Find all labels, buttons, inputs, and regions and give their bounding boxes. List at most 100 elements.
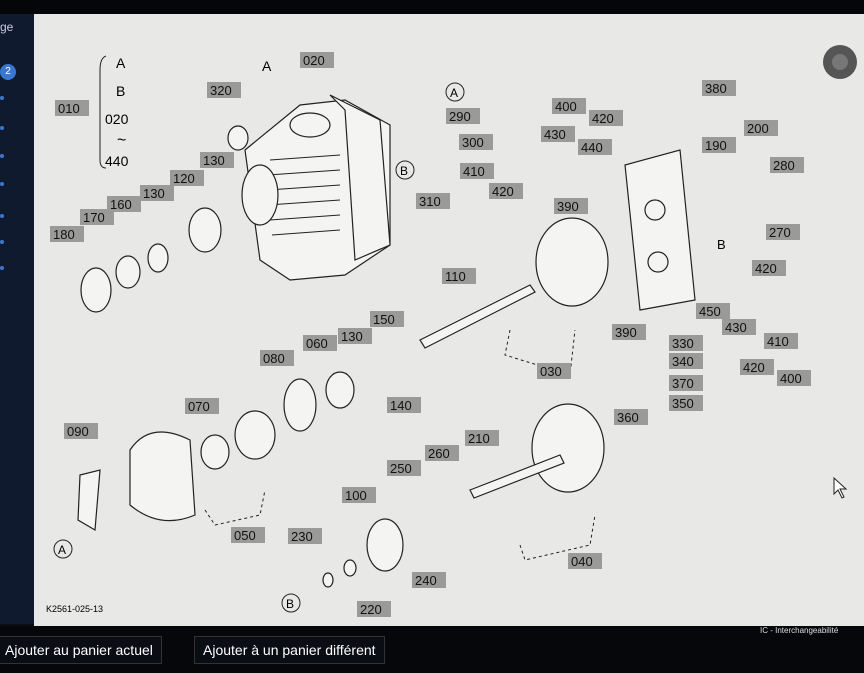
nav-dot-icon[interactable]: [0, 266, 4, 270]
svg-text:160: 160: [110, 197, 132, 212]
part-label[interactable]: 400: [777, 370, 811, 386]
svg-text:010: 010: [58, 101, 80, 116]
svg-text:450: 450: [699, 304, 721, 319]
nav-dot-icon[interactable]: [0, 126, 4, 130]
part-label[interactable]: 440: [578, 139, 612, 155]
part-label[interactable]: 420: [589, 110, 623, 126]
part-label[interactable]: 430: [722, 319, 756, 335]
pump-rotor-040: [531, 403, 605, 493]
part-label[interactable]: 310: [416, 193, 450, 209]
nav-dot-icon[interactable]: [0, 96, 4, 100]
marker-a: A: [262, 58, 272, 74]
svg-text:350: 350: [672, 396, 694, 411]
part-label[interactable]: 400: [552, 98, 586, 114]
mouse-cursor-icon: [833, 476, 848, 499]
marker-a-circle: A: [445, 82, 465, 102]
shaft-210: [469, 454, 565, 499]
part-label[interactable]: 230: [288, 528, 322, 544]
ring-070: [200, 434, 230, 470]
svg-text:090: 090: [67, 424, 89, 439]
part-label[interactable]: 270: [766, 224, 800, 240]
svg-text:420: 420: [592, 111, 614, 126]
action-bar: Ajouter au panier actuel Ajouter à un pa…: [0, 626, 864, 673]
part-label[interactable]: 100: [342, 487, 376, 503]
part-label[interactable]: 420: [752, 260, 786, 276]
page-badge[interactable]: 2: [0, 64, 16, 80]
part-label[interactable]: 250: [387, 460, 421, 476]
part-label[interactable]: 390: [612, 324, 646, 340]
part-label[interactable]: 180: [50, 226, 84, 242]
nav-dot-icon[interactable]: [0, 154, 4, 158]
part-label[interactable]: 140: [387, 397, 421, 413]
part-label[interactable]: 300: [459, 134, 493, 150]
part-label[interactable]: 420: [740, 359, 774, 375]
svg-text:420: 420: [743, 360, 765, 375]
add-to-other-cart-button[interactable]: Ajouter à un panier différent: [194, 636, 385, 664]
part-label[interactable]: 130: [338, 328, 372, 344]
part-label[interactable]: 360: [614, 409, 648, 425]
legend-bracket: [99, 55, 107, 169]
part-label[interactable]: 370: [669, 375, 703, 391]
add-to-current-cart-button[interactable]: Ajouter au panier actuel: [0, 636, 162, 664]
nav-dot-icon[interactable]: [0, 240, 4, 244]
svg-text:280: 280: [773, 158, 795, 173]
gasket-090: [77, 469, 101, 532]
part-label[interactable]: 120: [170, 170, 204, 186]
part-label[interactable]: 320: [207, 82, 241, 98]
marker-b: B: [717, 237, 726, 252]
svg-text:120: 120: [173, 171, 195, 186]
part-label[interactable]: 170: [80, 209, 114, 225]
part-label[interactable]: 420: [489, 183, 523, 199]
svg-text:040: 040: [571, 554, 593, 569]
svg-text:190: 190: [705, 138, 727, 153]
part-label[interactable]: 330: [669, 335, 703, 351]
svg-text:B: B: [717, 237, 726, 252]
part-label[interactable]: 130: [140, 185, 174, 201]
part-label[interactable]: 340: [669, 353, 703, 369]
part-label[interactable]: 150: [370, 311, 404, 327]
part-label[interactable]: 290: [446, 108, 480, 124]
nav-dot-icon[interactable]: [0, 182, 4, 186]
top-bar: [0, 0, 864, 14]
svg-text:030: 030: [540, 364, 562, 379]
svg-text:170: 170: [83, 210, 105, 225]
part-label[interactable]: 380: [702, 80, 736, 96]
interchangeability-label[interactable]: IC - Interchangeabilité: [760, 626, 839, 635]
part-label[interactable]: 020: [300, 52, 334, 68]
svg-text:290: 290: [449, 109, 471, 124]
part-label[interactable]: 090: [64, 423, 98, 439]
part-label[interactable]: 390: [554, 198, 588, 214]
part-label[interactable]: 430: [541, 126, 575, 142]
part-label[interactable]: 060: [303, 335, 337, 351]
svg-text:B: B: [286, 597, 294, 611]
part-label[interactable]: 240: [412, 572, 446, 588]
part-label[interactable]: 070: [185, 398, 219, 414]
part-label[interactable]: 220: [357, 601, 391, 617]
part-label[interactable]: 200: [744, 120, 778, 136]
part-label[interactable]: 450: [696, 303, 730, 319]
cover-plate: [624, 149, 696, 311]
part-label[interactable]: 260: [425, 445, 459, 461]
part-label[interactable]: 190: [702, 137, 736, 153]
svg-text:370: 370: [672, 376, 694, 391]
part-label[interactable]: 410: [764, 333, 798, 349]
part-label[interactable]: 280: [770, 157, 804, 173]
nav-dot-icon[interactable]: [0, 214, 4, 218]
sidebar: ge 2: [0, 14, 34, 624]
part-label[interactable]: 050: [231, 527, 265, 543]
seal-320: [227, 125, 249, 151]
part-label[interactable]: 040: [568, 553, 602, 569]
part-label[interactable]: 410: [460, 163, 494, 179]
part-label[interactable]: 350: [669, 395, 703, 411]
svg-text:130: 130: [143, 186, 165, 201]
part-label[interactable]: 080: [260, 350, 294, 366]
part-label[interactable]: 210: [465, 430, 499, 446]
part-label[interactable]: 160: [107, 196, 141, 212]
part-label[interactable]: 130: [200, 152, 234, 168]
housing-fins: [267, 154, 341, 236]
part-label[interactable]: 110: [442, 268, 476, 284]
svg-text:390: 390: [557, 199, 579, 214]
group-030-bracket: [504, 329, 576, 376]
part-label[interactable]: 010: [55, 100, 89, 116]
part-label[interactable]: 030: [537, 363, 571, 379]
